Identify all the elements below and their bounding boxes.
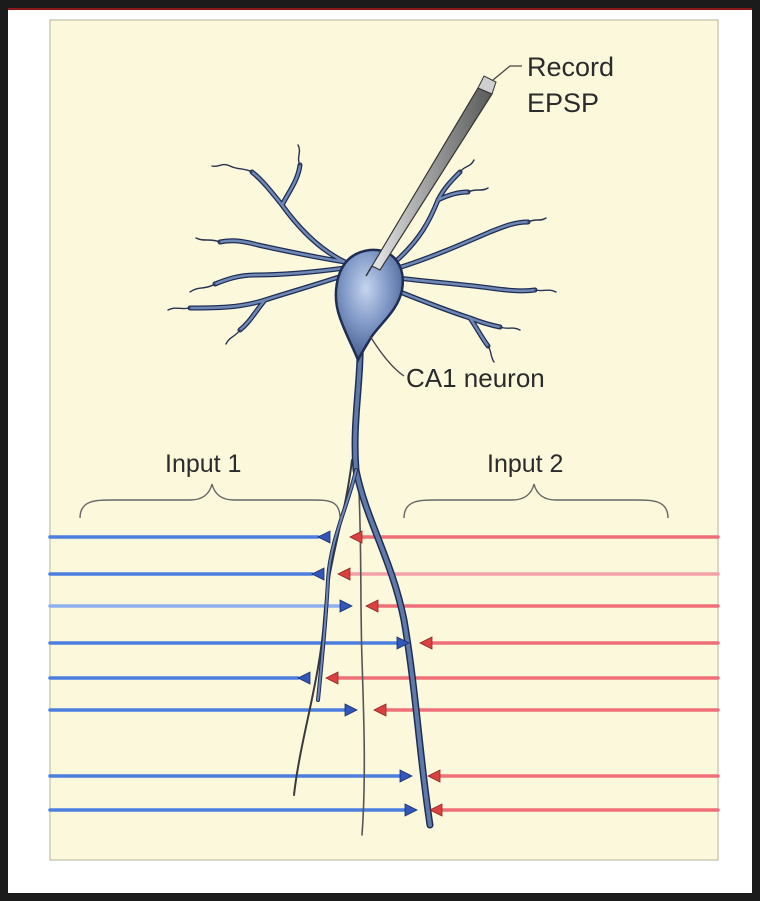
input-2-label: Input 2 <box>487 450 563 478</box>
input-1-label: Input 1 <box>165 450 241 478</box>
diagram-panel <box>50 20 718 860</box>
record-label: Record <box>527 52 614 82</box>
epsp-label: EPSP <box>527 88 599 118</box>
neuron-label: CA1 neuron <box>406 363 545 393</box>
